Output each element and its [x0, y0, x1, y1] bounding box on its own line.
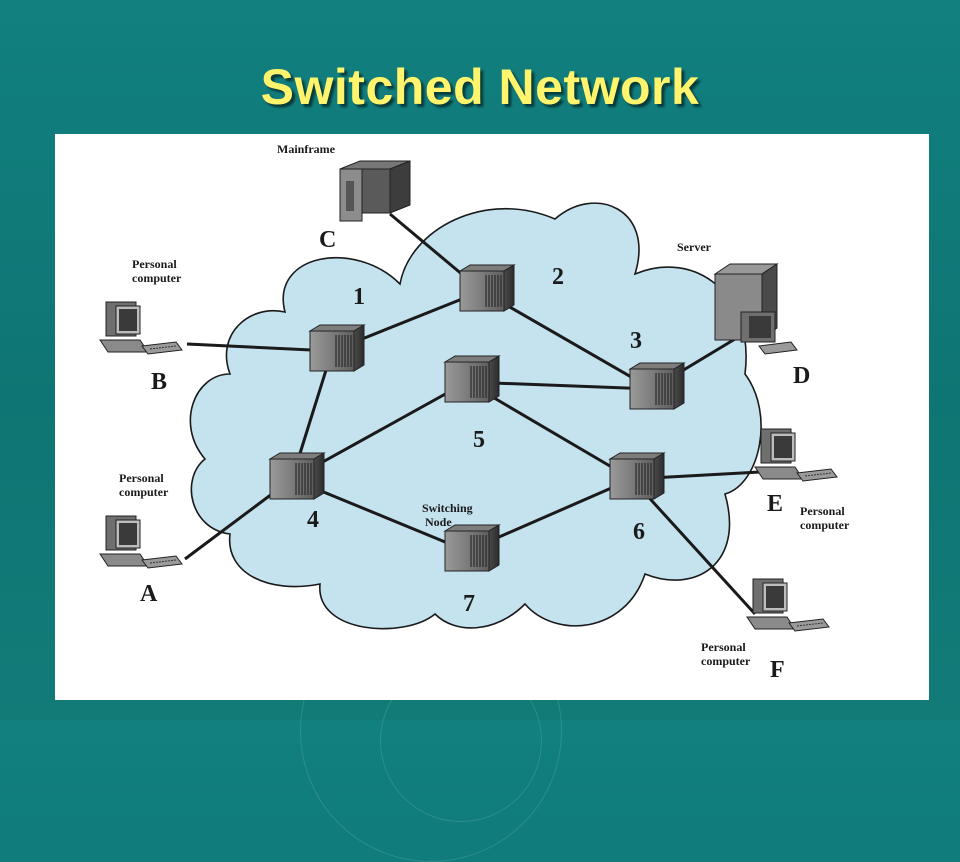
device-type-d: Server [677, 240, 712, 254]
personal-computer-icon [746, 578, 830, 632]
device-letter-d: D [793, 363, 810, 389]
mainframe-icon [339, 160, 411, 222]
switch-node-icon [458, 264, 516, 312]
node-label-4: 4 [307, 507, 319, 533]
slide-title: Switched Network [260, 59, 700, 115]
devices-layer [99, 160, 838, 632]
server-icon [713, 263, 798, 355]
device-type-c: Mainframe [277, 142, 336, 156]
node-label-1: 1 [353, 284, 365, 310]
device-letter-e: E [767, 491, 783, 517]
node-label-6: 6 [633, 519, 645, 545]
switches-layer [268, 264, 686, 572]
device-letter-b: B [151, 369, 167, 395]
network-cloud [189, 202, 762, 630]
personal-computer-icon [99, 301, 183, 355]
switch-node-icon [628, 362, 686, 410]
personal-computer-icon [754, 428, 838, 482]
node-label-2: 2 [552, 264, 564, 290]
node-label-5: 5 [473, 427, 485, 453]
switch-node-icon [268, 452, 326, 500]
link-6-f [630, 477, 757, 616]
node-label-7: 7 [463, 591, 475, 617]
node-label-3: 3 [630, 328, 642, 354]
device-letter-f: F [770, 657, 785, 683]
device-letter-c: C [319, 227, 336, 253]
switch-node-icon [308, 324, 366, 372]
switch-node-icon [443, 355, 501, 403]
switch-node-icon [443, 524, 501, 572]
switch-node-icon [608, 452, 666, 500]
device-letter-a: A [140, 581, 158, 607]
personal-computer-icon [99, 515, 183, 569]
link-b-1 [186, 342, 333, 353]
